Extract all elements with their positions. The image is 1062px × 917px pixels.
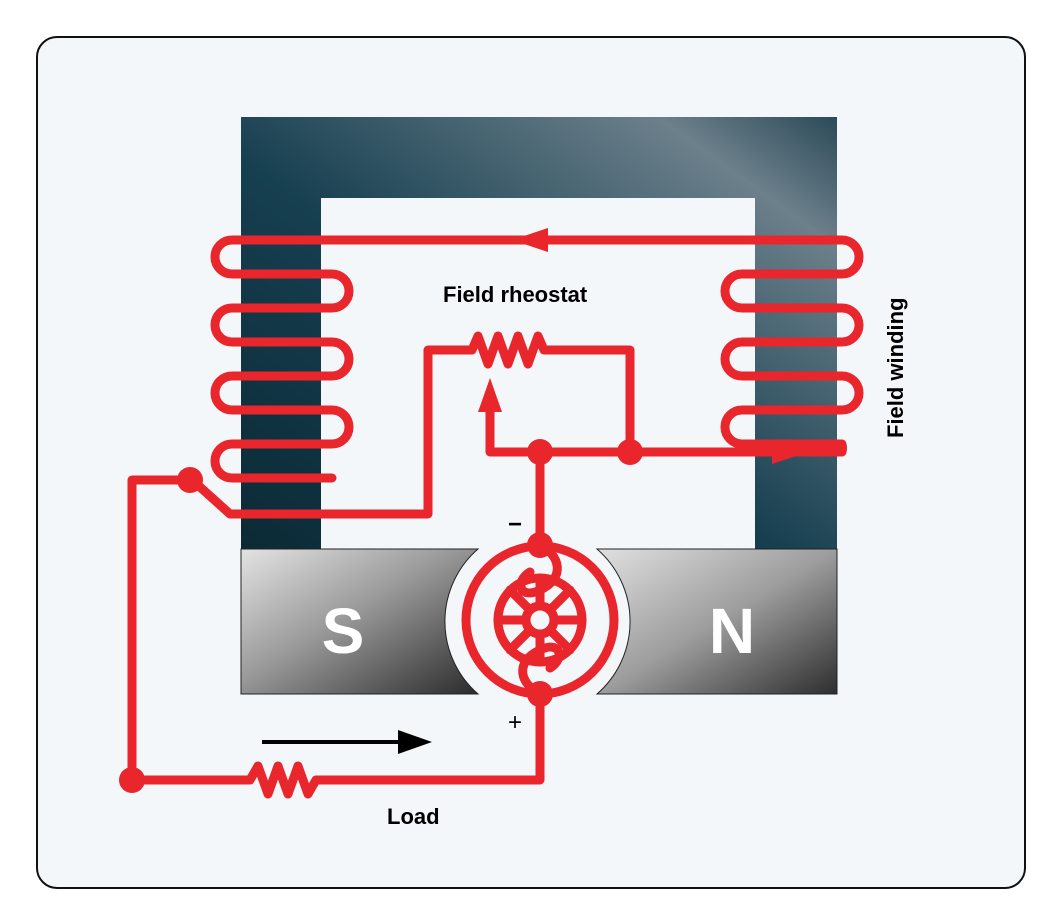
positive-brush <box>527 681 553 707</box>
field-current-arrow-right <box>772 440 808 464</box>
rheostat-wiper <box>485 405 635 457</box>
circuit-wiring <box>119 228 864 799</box>
north-pole-label: N <box>709 595 755 667</box>
positive-terminal-label: + <box>508 709 522 736</box>
field-winding-label: Field winding <box>883 297 908 438</box>
negative-terminal-label: − <box>508 511 522 538</box>
negative-brush <box>527 532 553 558</box>
field-current-arrow-top <box>512 228 548 252</box>
load-label: Load <box>387 804 440 829</box>
south-pole-piece <box>240 548 480 695</box>
north-pole-piece <box>595 548 838 695</box>
field-return-wire <box>185 345 477 519</box>
load-current-arrow <box>262 730 432 754</box>
south-pole-label: S <box>322 595 365 667</box>
junction-rheostat-end <box>617 439 643 465</box>
right-field-coil <box>625 235 864 457</box>
armature-bottom-loop <box>518 642 564 699</box>
yoke-frame <box>241 117 837 549</box>
left-field-coil <box>210 235 760 483</box>
junction-left-top <box>177 467 203 493</box>
armature-top-loop <box>516 540 562 598</box>
junction-left-bottom <box>119 767 145 793</box>
rheostat-wiper-arrow <box>478 378 502 412</box>
field-rheostat-label: Field rheostat <box>443 282 588 307</box>
junction-wiper <box>527 439 553 465</box>
field-rheostat-resistor <box>467 331 635 457</box>
